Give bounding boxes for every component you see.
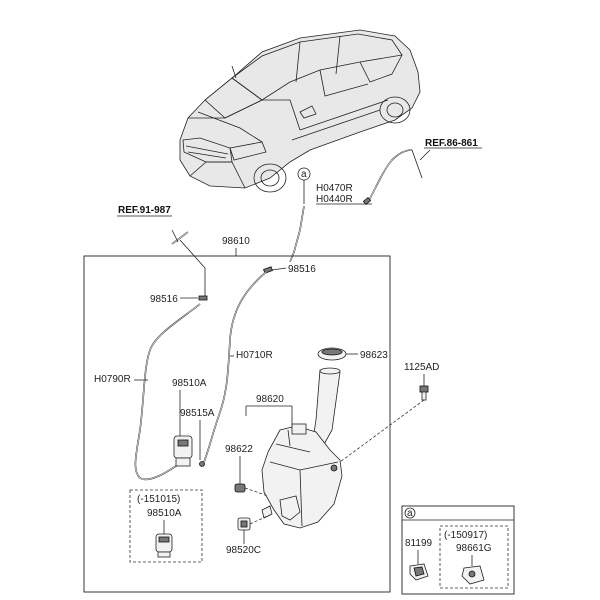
inset-right-letter: a bbox=[407, 508, 413, 519]
inset-right-date: (-150917) bbox=[444, 530, 487, 541]
label-98516-left: 98516 bbox=[150, 294, 178, 305]
label-98623: 98623 bbox=[360, 350, 388, 361]
label-98622: 98622 bbox=[225, 444, 253, 455]
label-98515a: 98515A bbox=[180, 408, 215, 419]
washer-reservoir-tank bbox=[261, 367, 343, 529]
callout-a-group: a H0470R H0440R bbox=[289, 167, 372, 263]
label-98610: 98610 bbox=[222, 236, 250, 247]
label-98516-top: 98516 bbox=[288, 264, 316, 275]
label-81199: 81199 bbox=[405, 538, 433, 549]
inset-pump-variant: (-151015) 98510A bbox=[129, 489, 203, 563]
front-hose-ref-group: REF.91-987 bbox=[117, 205, 189, 245]
label-h0470r: H0470R bbox=[316, 183, 353, 194]
washer-pump-motor bbox=[173, 435, 205, 467]
grommet bbox=[234, 483, 246, 493]
main-assembly-frame bbox=[83, 255, 391, 593]
label-h0790r: H0790R bbox=[94, 374, 131, 385]
level-sensor bbox=[237, 517, 251, 531]
ref-91-987-label: REF.91-987 bbox=[118, 205, 171, 216]
inset-pump-motor bbox=[155, 533, 173, 558]
rear-hose-ref-group: REF.86-861 bbox=[362, 138, 482, 206]
mounting-bolt bbox=[419, 385, 429, 401]
label-98620: 98620 bbox=[256, 394, 284, 405]
callout-a-letter: a bbox=[301, 169, 307, 180]
label-98661g: 98661G bbox=[456, 543, 492, 554]
reservoir-cap bbox=[317, 347, 347, 361]
hose-connector bbox=[461, 565, 485, 585]
label-h0440r: H0440R bbox=[316, 194, 353, 205]
label-1125ad: 1125AD bbox=[404, 362, 439, 373]
ref-86-861-label: REF.86-861 bbox=[425, 138, 478, 149]
inset-left-date: (-151015) bbox=[137, 494, 180, 505]
inset-clip-box: a 81199 (-150917) 98661G bbox=[401, 505, 515, 595]
inset-left-part: 98510A bbox=[147, 508, 182, 519]
vehicle-illustration bbox=[179, 29, 421, 193]
label-98510a: 98510A bbox=[172, 378, 207, 389]
label-h0710r: H0710R bbox=[236, 350, 273, 361]
label-98520c: 98520C bbox=[226, 545, 261, 556]
hose-clip bbox=[409, 563, 429, 581]
